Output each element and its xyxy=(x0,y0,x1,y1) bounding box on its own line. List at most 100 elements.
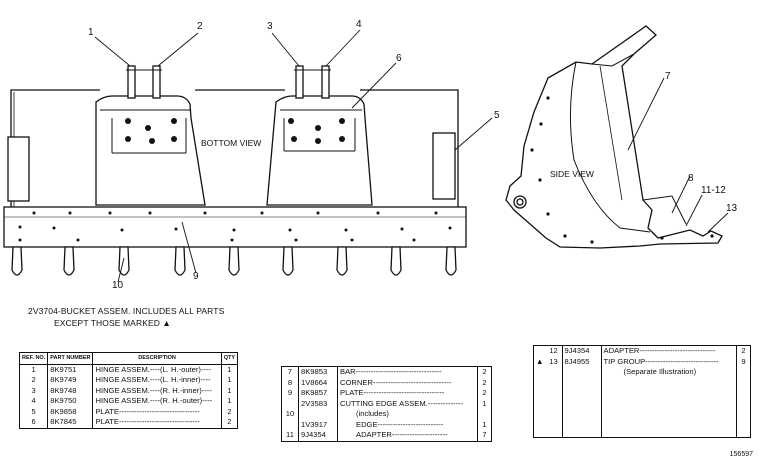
cell-ref: 4 xyxy=(19,396,49,407)
cell-part: 1V8664 xyxy=(298,377,338,388)
table-row: (Separate Illustration) xyxy=(534,367,751,378)
caption-line-2: EXCEPT THOSE MARKED ▲ xyxy=(54,318,171,328)
cell-ref: 12 xyxy=(545,345,563,357)
header-description: DESCRIPTION xyxy=(92,352,222,365)
callout-1: 1 xyxy=(88,27,94,38)
table-row: 10 (includes) xyxy=(281,409,492,420)
cell-qty: 2 xyxy=(482,388,487,397)
cell-ref: 7 xyxy=(281,366,299,378)
cell-ref xyxy=(281,398,299,409)
callout-6: 6 xyxy=(396,53,402,64)
callout-3: 3 xyxy=(267,21,273,32)
callout-2: 2 xyxy=(197,21,203,32)
cell-ref: 1 xyxy=(19,364,49,375)
cell-part: 8K9858 xyxy=(47,406,94,417)
cell-part: 8K9749 xyxy=(47,375,94,386)
cell-desc: CUTTING EDGE ASSEM.-------------- xyxy=(337,398,478,409)
cell-part: 8K9853 xyxy=(298,366,338,378)
cell-desc: BAR---------------------------------- xyxy=(337,366,478,378)
cell-part: 8K9751 xyxy=(47,364,94,375)
cell-desc: TIP GROUP----------------------------- xyxy=(601,356,738,367)
cell-ref: 9 xyxy=(281,388,299,399)
cell-desc: HINGE ASSEM.----(R. H.-inner)---- xyxy=(92,385,222,396)
callout-4: 4 xyxy=(356,19,362,30)
triangle-marker-icon: ▲ xyxy=(536,356,544,366)
cell-qty: 1 xyxy=(227,364,232,374)
cell-part: 8K9857 xyxy=(298,388,338,399)
callout-10: 10 xyxy=(112,280,124,291)
cell-qty: 2 xyxy=(482,367,487,376)
cell-desc: ADAPTER------------------------------ xyxy=(601,345,738,357)
side-view-label: SIDE VIEW xyxy=(550,169,594,179)
cell-qty: 2 xyxy=(227,406,232,416)
cell-qty: 1 xyxy=(227,396,232,405)
table-spacer-row xyxy=(534,377,751,438)
cell-qty: 1 xyxy=(482,419,487,429)
cell-ref xyxy=(281,419,299,430)
cell-qty: 1 xyxy=(482,398,487,408)
cell-part: 8K9748 xyxy=(47,385,94,396)
callout-8: 8 xyxy=(688,173,694,184)
bottom-view-label: BOTTOM VIEW xyxy=(201,138,262,148)
cell-desc: PLATE-------------------------------- xyxy=(92,417,222,428)
marker xyxy=(534,367,546,378)
cell-qty xyxy=(478,409,492,420)
cell-qty: 9 xyxy=(741,356,746,366)
cell-qty: 7 xyxy=(482,430,487,439)
cell-desc: HINGE ASSEM.----(R. H.-outer)---- xyxy=(92,396,222,407)
cell-part: 9J4354 xyxy=(298,430,338,441)
cell-part: 8K7845 xyxy=(47,417,94,428)
cell-part xyxy=(562,367,602,378)
cell-qty: 2 xyxy=(741,346,746,355)
cell-ref xyxy=(545,367,563,378)
callout-5: 5 xyxy=(494,110,500,121)
cell-desc: HINGE ASSEM.----(L. H.-inner)---- xyxy=(92,375,222,386)
callout-11-12: 11-12 xyxy=(701,185,726,196)
cell-desc: PLATE-------------------------------- xyxy=(92,406,222,417)
table-header-row: REF. NO. PART NUMBER DESCRIPTION QTY xyxy=(19,352,238,365)
cell-ref: 11 xyxy=(281,430,299,441)
figure-number: 156597 xyxy=(729,451,753,458)
cell-part: 8K9750 xyxy=(47,396,94,407)
header-part-number: PART NUMBER xyxy=(47,352,94,365)
cell-desc: (includes) xyxy=(337,409,478,420)
bottom-view-drawing xyxy=(3,29,493,283)
cell-part xyxy=(298,409,338,420)
cell-ref: 13 xyxy=(545,356,563,367)
marker xyxy=(534,346,546,357)
cell-desc: EDGE-------------------------- xyxy=(337,419,478,430)
side-view-drawing xyxy=(505,25,729,249)
cell-desc: HINGE ASSEM.----(L. H.-outer)---- xyxy=(92,364,222,375)
cell-desc: (Separate Illustration) xyxy=(601,367,738,378)
cell-part: 8J4955 xyxy=(562,356,602,367)
callout-13: 13 xyxy=(726,203,738,214)
cell-desc: ADAPTER---------------------- xyxy=(337,430,478,441)
callout-7: 7 xyxy=(665,71,671,82)
cell-desc: PLATE-------------------------------- xyxy=(337,388,478,399)
callout-9: 9 xyxy=(193,271,199,282)
cell-qty: 1 xyxy=(227,375,232,384)
cell-part: 1V3917 xyxy=(298,419,338,430)
cell-qty: 2 xyxy=(227,417,232,426)
cell-ref: 10 xyxy=(281,409,299,420)
cell-qty: 2 xyxy=(482,377,487,387)
cell-part: 2V3583 xyxy=(298,398,338,409)
cell-ref: 3 xyxy=(19,385,49,396)
header-qty: QTY xyxy=(221,352,238,365)
caption-line-1: 2V3704-BUCKET ASSEM. INCLUDES ALL PARTS xyxy=(28,306,225,316)
